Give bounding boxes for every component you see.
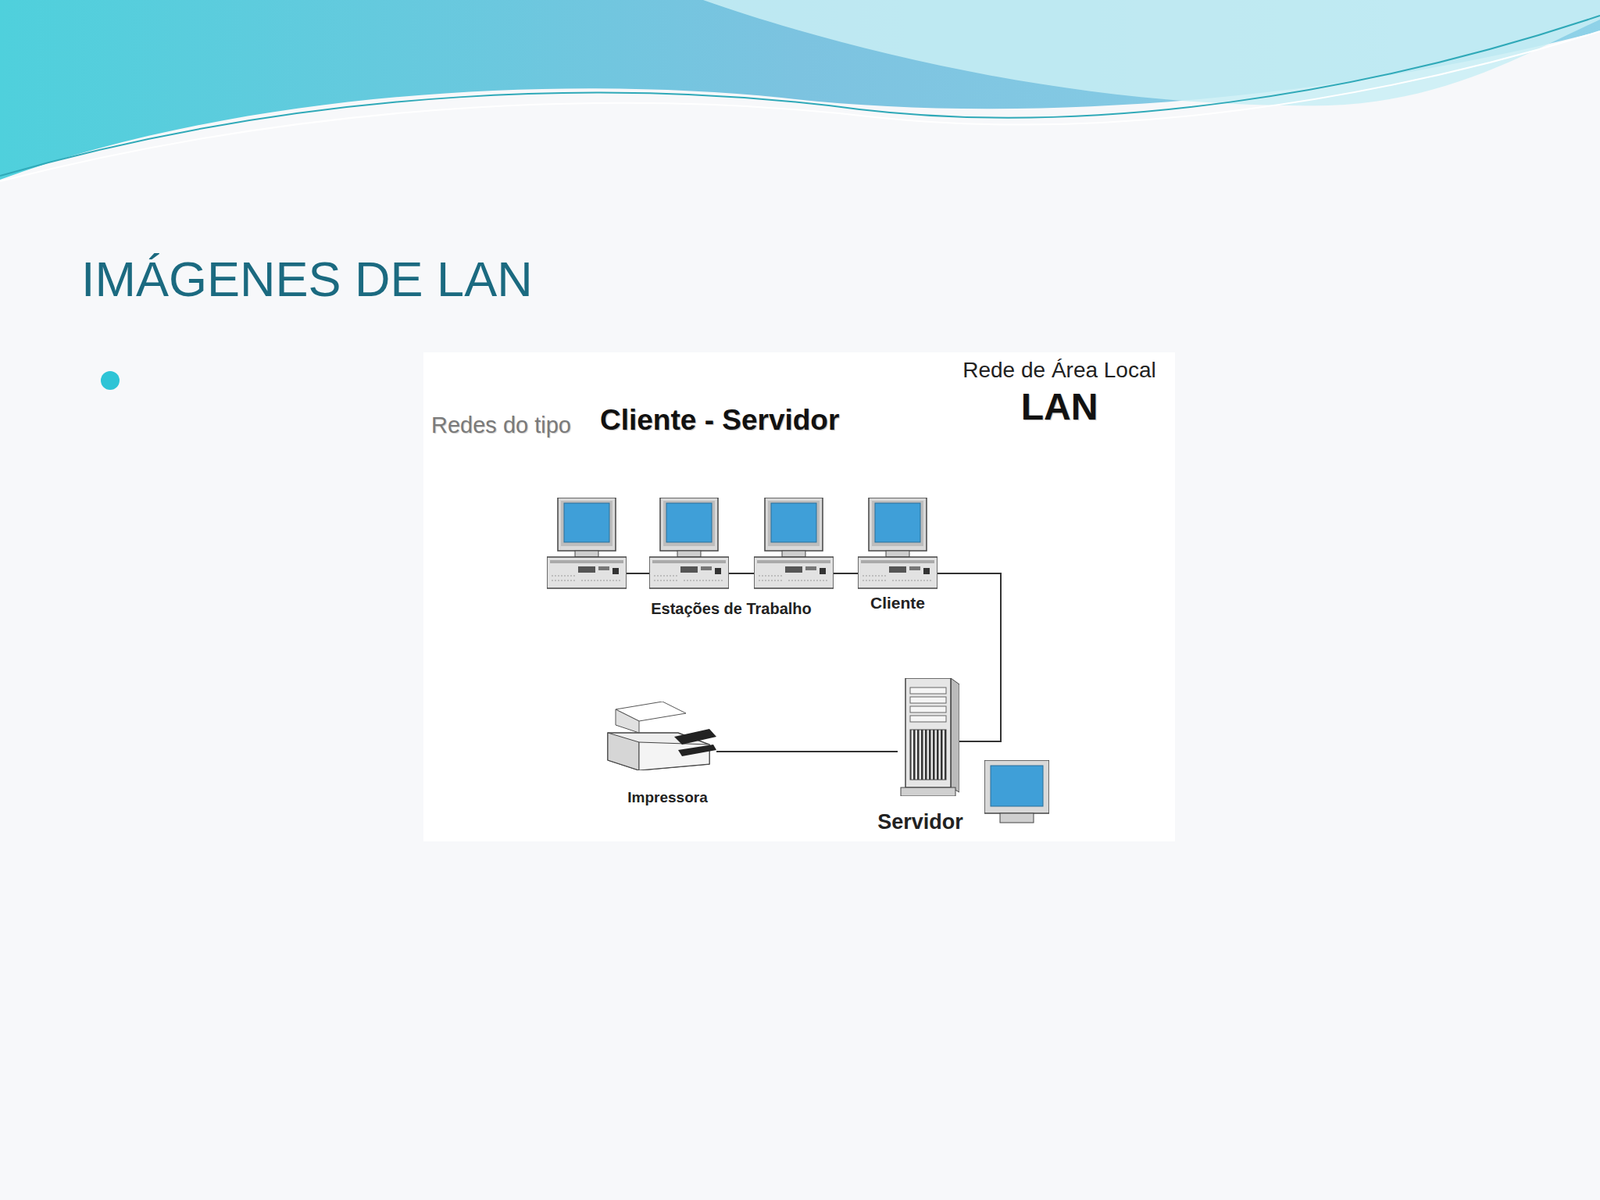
server-tower bbox=[900, 678, 960, 797]
printer-node: Impressora bbox=[600, 701, 717, 811]
diagram-heading: Redes do tipo bbox=[431, 413, 572, 439]
network-wire bbox=[728, 572, 754, 575]
client-computer: Cliente bbox=[857, 497, 938, 615]
header-swoosh bbox=[703, 0, 1600, 106]
network-type-heading: LAN bbox=[981, 386, 1138, 429]
node-label: Servidor bbox=[873, 810, 968, 835]
client-computer bbox=[857, 497, 938, 589]
server-monitor bbox=[984, 760, 1050, 823]
image-background bbox=[423, 352, 1175, 842]
printer-symbol bbox=[607, 701, 717, 771]
diagram-heading: Cliente - Servidor bbox=[600, 404, 840, 437]
workstation-computer bbox=[753, 497, 834, 589]
workstation-group: Estações de Trabalho bbox=[546, 497, 834, 623]
server-node: Servidor bbox=[897, 678, 960, 839]
node-label: Cliente bbox=[849, 593, 947, 612]
diagram-heading: Rede de Área Local bbox=[942, 358, 1177, 383]
node-label: Estações de Trabalho bbox=[645, 600, 818, 618]
network-wire bbox=[626, 572, 650, 575]
bullet-dot bbox=[100, 371, 120, 390]
workstation-computer bbox=[649, 497, 729, 589]
network-cable bbox=[937, 573, 1001, 742]
node-label: Impressora bbox=[609, 789, 726, 807]
slide-title: IMÁGENES DE LAN bbox=[81, 254, 533, 304]
network-cable bbox=[833, 572, 858, 575]
header-line bbox=[0, 15, 1600, 176]
header-line bbox=[0, 31, 1600, 182]
network-cable bbox=[716, 750, 898, 753]
workstation-computer bbox=[546, 497, 627, 589]
header-wave bbox=[0, 0, 1600, 180]
